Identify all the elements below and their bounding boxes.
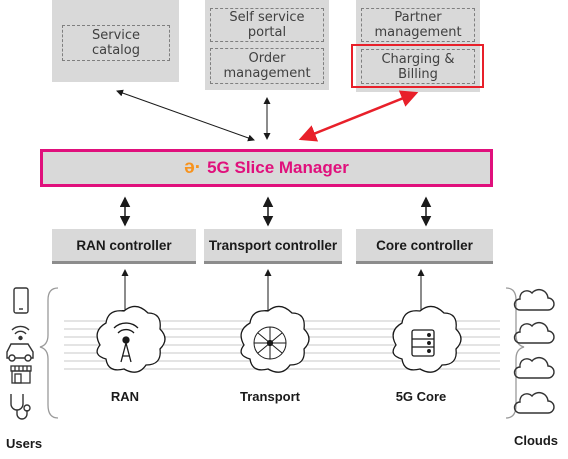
slice-manager-bar: ə· 5G Slice Manager bbox=[40, 149, 493, 187]
stethoscope-icon bbox=[10, 394, 31, 420]
bss-panel-left bbox=[52, 0, 179, 82]
bss-panel-middle bbox=[205, 0, 329, 90]
slice-manager-title: 5G Slice Manager bbox=[207, 158, 349, 177]
users-brace bbox=[39, 287, 59, 419]
ran-domain-icon bbox=[96, 305, 166, 373]
users-label: Users bbox=[6, 436, 43, 451]
ran-controller-box: RAN controller bbox=[52, 229, 196, 264]
charging-billing-highlight bbox=[351, 44, 484, 88]
cloud-icon bbox=[513, 391, 555, 414]
arrow-catalog-manager bbox=[116, 89, 255, 142]
arrow-billing-manager bbox=[298, 90, 419, 142]
bss-panel-right bbox=[356, 0, 480, 92]
core-domain-icon bbox=[392, 305, 462, 373]
transport-controller-box: Transport controller bbox=[204, 229, 342, 264]
clouds-label: Clouds bbox=[513, 433, 559, 448]
core-controller-box: Core controller bbox=[356, 229, 493, 264]
car-icon bbox=[6, 343, 34, 362]
shop-icon bbox=[10, 365, 32, 384]
slice-manager-logo: ə· bbox=[184, 157, 202, 178]
order-management-box: Order management bbox=[210, 48, 324, 84]
cloud-icon bbox=[513, 356, 555, 379]
cloud-icon bbox=[513, 321, 555, 344]
transport-label: Transport bbox=[240, 389, 300, 404]
core-label: 5G Core bbox=[395, 389, 447, 404]
cloud-icon bbox=[513, 288, 555, 311]
ran-label: RAN bbox=[110, 389, 140, 404]
transport-domain-icon bbox=[240, 305, 310, 373]
wifi-icon bbox=[11, 325, 30, 341]
service-catalog-box: Service catalog bbox=[62, 25, 170, 61]
self-service-portal-box: Self service portal bbox=[210, 8, 324, 42]
partner-management-box: Partner management bbox=[361, 8, 475, 42]
charging-billing-box: Charging & Billing bbox=[361, 49, 475, 84]
smartphone-icon bbox=[13, 287, 29, 314]
